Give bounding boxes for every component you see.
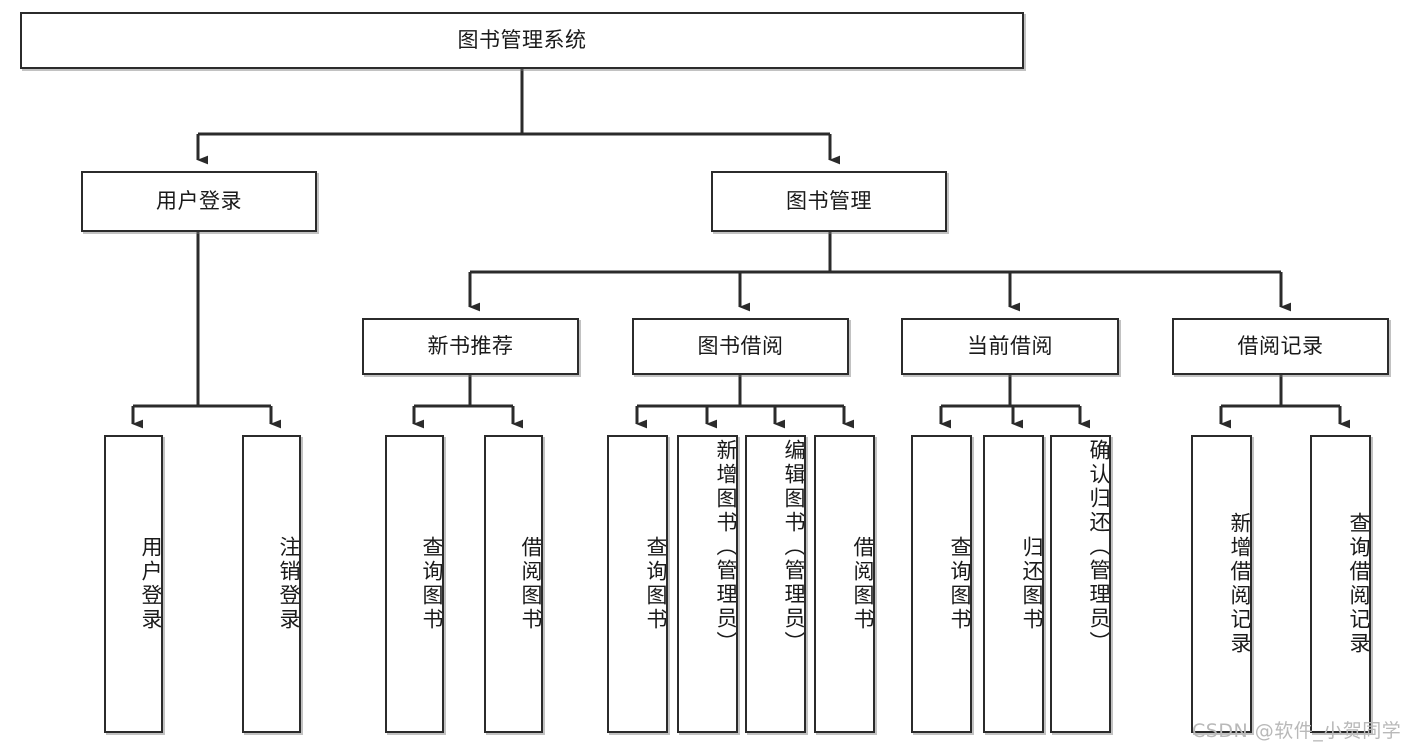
- edges-book-borrow-to-leaves: [635, 375, 854, 429]
- edges-root-to-level2: [196, 69, 840, 165]
- edges-user-login-to-leaves: [131, 232, 281, 429]
- leaf-add-record-label: 新增借阅记录: [1228, 512, 1252, 656]
- node-book-manage[interactable]: 图书管理: [711, 171, 947, 232]
- leaf-add-book-label: 新增图书（管理员）: [714, 439, 738, 655]
- watermark-text: CSDN @软件_小贺同学: [1192, 720, 1402, 742]
- leaf-query-book-2-label: 查询图书: [644, 536, 668, 632]
- node-new-book-rec[interactable]: 新书推荐: [362, 318, 579, 375]
- leaf-logout[interactable]: 注销登录: [242, 435, 301, 733]
- leaf-confirm-return-label: 确认归还（管理员）: [1087, 439, 1111, 655]
- leaf-return-book[interactable]: 归还图书: [983, 435, 1044, 733]
- leaf-query-record-label: 查询借阅记录: [1347, 512, 1371, 656]
- leaf-query-book-1[interactable]: 查询图书: [385, 435, 444, 733]
- leaf-borrow-book-2[interactable]: 借阅图书: [814, 435, 875, 733]
- leaf-edit-book[interactable]: 编辑图书（管理员）: [745, 435, 806, 733]
- node-root-label: 图书管理系统: [457, 28, 587, 53]
- node-borrow-record[interactable]: 借阅记录: [1172, 318, 1389, 375]
- node-new-book-rec-label: 新书推荐: [427, 334, 514, 359]
- node-root-system[interactable]: 图书管理系统: [20, 12, 1024, 69]
- leaf-borrow-book-1[interactable]: 借阅图书: [484, 435, 543, 733]
- leaf-confirm-return[interactable]: 确认归还（管理员）: [1050, 435, 1111, 733]
- edges-borrow-record-to-leaves: [1219, 375, 1350, 429]
- edges-book-manage-to-level3: [468, 232, 1291, 312]
- leaf-query-book-1-label: 查询图书: [420, 536, 444, 632]
- leaf-query-book-2[interactable]: 查询图书: [607, 435, 668, 733]
- node-current-borrow-label: 当前借阅: [967, 334, 1053, 359]
- edges-new-book-rec-to-leaves: [412, 375, 523, 429]
- node-book-manage-label: 图书管理: [786, 189, 872, 214]
- node-book-borrow-label: 图书借阅: [697, 334, 784, 359]
- leaf-query-record[interactable]: 查询借阅记录: [1310, 435, 1371, 733]
- leaf-borrow-book-1-label: 借阅图书: [519, 536, 543, 632]
- node-user-login-label: 用户登录: [156, 189, 242, 214]
- leaf-query-book-3-label: 查询图书: [948, 536, 972, 632]
- leaf-add-book[interactable]: 新增图书（管理员）: [677, 435, 738, 733]
- edges-current-borrow-to-leaves: [939, 375, 1090, 429]
- leaf-query-book-3[interactable]: 查询图书: [911, 435, 972, 733]
- leaf-user-login[interactable]: 用户登录: [104, 435, 163, 733]
- leaf-user-login-label: 用户登录: [139, 536, 163, 632]
- node-book-borrow[interactable]: 图书借阅: [632, 318, 849, 375]
- node-borrow-record-label: 借阅记录: [1237, 334, 1324, 359]
- leaf-edit-book-label: 编辑图书（管理员）: [782, 439, 806, 655]
- leaf-borrow-book-2-label: 借阅图书: [851, 536, 875, 632]
- leaf-logout-label: 注销登录: [277, 536, 301, 632]
- leaf-add-record[interactable]: 新增借阅记录: [1191, 435, 1252, 733]
- node-current-borrow[interactable]: 当前借阅: [901, 318, 1119, 375]
- node-user-login[interactable]: 用户登录: [81, 171, 317, 232]
- leaf-return-book-label: 归还图书: [1020, 536, 1044, 632]
